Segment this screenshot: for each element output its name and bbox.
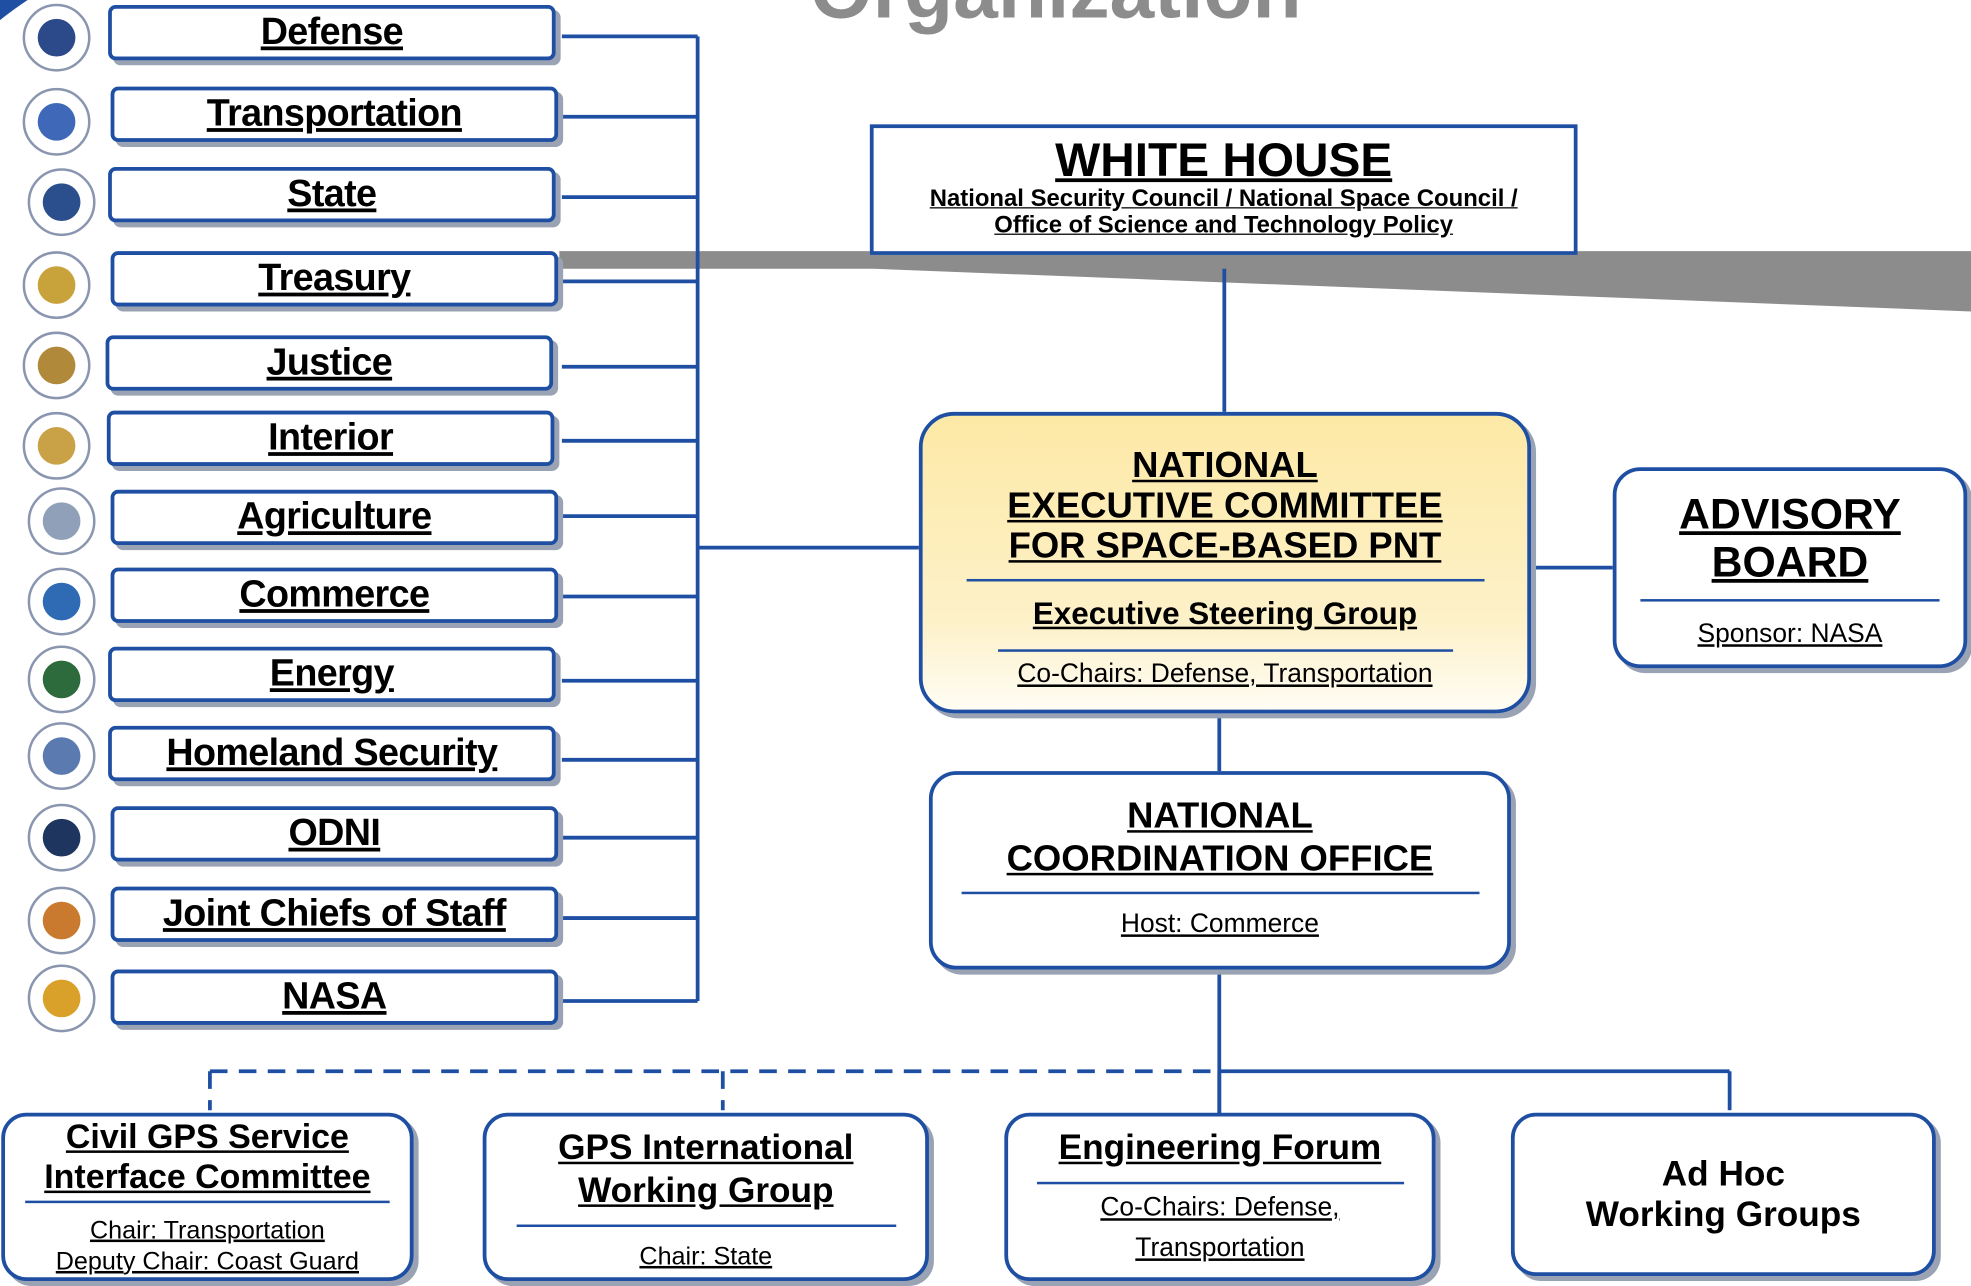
advisory-board-box[interactable]: ADVISORY BOARD Sponsor: NASA xyxy=(1612,467,1968,669)
advisory-board-sponsor: Sponsor: NASA xyxy=(1697,619,1883,649)
coordination-office-host: Host: Commerce xyxy=(1120,909,1319,939)
divider xyxy=(1640,599,1940,602)
department-label: ODNI xyxy=(288,812,381,855)
transportation-seal-icon xyxy=(22,87,91,156)
department-label: Treasury xyxy=(258,257,411,299)
working-group-detail-2: Deputy Chair: Coast Guard xyxy=(55,1248,360,1276)
executive-committee-title-2: EXECUTIVE COMMITTEE xyxy=(1007,486,1443,527)
white-house-box[interactable]: WHITE HOUSE National Security Council / … xyxy=(869,124,1578,255)
department-treasury[interactable]: Treasury xyxy=(110,251,559,307)
working-group-title-2: Working Groups xyxy=(1585,1194,1861,1234)
working-group-detail-1: Co-Chairs: Defense, xyxy=(1100,1193,1340,1222)
executive-committee-title-3: FOR SPACE-BASED PNT xyxy=(1008,526,1442,567)
coordination-office-title-2: COORDINATION OFFICE xyxy=(1006,838,1434,880)
department-label: Transportation xyxy=(206,92,463,135)
department-defense[interactable]: Defense xyxy=(108,5,556,61)
working-group-title-1: GPS International xyxy=(558,1127,854,1167)
divider xyxy=(1036,1181,1404,1185)
executive-committee-title-1: NATIONAL xyxy=(1132,445,1318,487)
working-group-civil-gps[interactable]: Civil GPS Service Interface Committee Ch… xyxy=(1,1112,414,1282)
working-group-gps-international[interactable]: GPS International Working Group Chair: S… xyxy=(482,1112,929,1282)
working-group-detail-2: Transportation xyxy=(1135,1233,1305,1263)
working-group-ad-hoc[interactable]: Ad Hoc Working Groups xyxy=(1510,1112,1936,1276)
department-energy[interactable]: Energy xyxy=(108,646,556,703)
working-group-title-2: Interface Committee xyxy=(44,1157,371,1196)
department-label: Defense xyxy=(260,11,404,53)
department-label: Joint Chiefs of Staff xyxy=(162,892,507,935)
treasury-seal-icon xyxy=(22,251,91,319)
executive-steering-group: Executive Steering Group xyxy=(1032,596,1418,632)
department-label: NASA xyxy=(282,975,387,1018)
department-label: State xyxy=(287,173,377,215)
agriculture-seal-icon xyxy=(27,487,96,556)
nasa-seal-icon xyxy=(27,964,96,1033)
department-label: Energy xyxy=(269,653,395,695)
divider xyxy=(997,649,1453,652)
executive-committee-chairs: Co-Chairs: Defense, Transportation xyxy=(1017,659,1433,689)
advisory-board-title-2: BOARD xyxy=(1711,538,1869,587)
department-agriculture[interactable]: Agriculture xyxy=(110,489,559,546)
commerce-seal-icon xyxy=(27,567,96,636)
working-group-title-1: Ad Hoc xyxy=(1661,1154,1785,1194)
white-house-subtitle-1: National Security Council / National Spa… xyxy=(929,185,1518,213)
white-house-title: WHITE HOUSE xyxy=(1055,134,1393,188)
divider xyxy=(960,891,1479,895)
energy-seal-icon xyxy=(27,645,96,714)
coordination-office-box[interactable]: NATIONAL COORDINATION OFFICE Host: Comme… xyxy=(928,771,1511,970)
department-label: Agriculture xyxy=(237,496,432,538)
defense-seal-icon xyxy=(22,3,91,72)
executive-committee-box[interactable]: NATIONAL EXECUTIVE COMMITTEE FOR SPACE-B… xyxy=(918,411,1532,714)
working-group-engineering-forum[interactable]: Engineering Forum Co-Chairs: Defense, Tr… xyxy=(1004,1112,1436,1282)
working-group-detail-1: Chair: State xyxy=(639,1243,773,1271)
department-commerce[interactable]: Commerce xyxy=(110,567,559,623)
divider xyxy=(515,1224,896,1228)
divider xyxy=(966,578,1484,582)
department-label: Justice xyxy=(266,341,393,384)
department-label: Interior xyxy=(268,416,394,459)
coordination-office-title-1: NATIONAL xyxy=(1127,796,1313,837)
department-transportation[interactable]: Transportation xyxy=(110,86,559,142)
state-seal-icon xyxy=(27,168,96,237)
department-label: Homeland Security xyxy=(166,732,498,774)
working-group-title-1: Engineering Forum xyxy=(1058,1127,1382,1167)
department-state[interactable]: State xyxy=(108,167,556,223)
divider xyxy=(25,1200,390,1204)
homeland-security-seal-icon xyxy=(27,722,96,790)
department-homeland-security[interactable]: Homeland Security xyxy=(108,725,556,782)
working-group-detail-1: Chair: Transportation xyxy=(90,1216,325,1245)
department-joint-chiefs-of-staff[interactable]: Joint Chiefs of Staff xyxy=(110,886,559,942)
department-justice[interactable]: Justice xyxy=(105,335,554,391)
interior-seal-icon xyxy=(22,411,91,480)
department-label: Commerce xyxy=(239,573,430,616)
department-interior[interactable]: Interior xyxy=(106,410,555,466)
working-group-title-2: Working Group xyxy=(578,1170,834,1210)
justice-seal-icon xyxy=(22,331,91,400)
advisory-board-title-1: ADVISORY xyxy=(1679,491,1901,539)
department-odni[interactable]: ODNI xyxy=(110,806,559,862)
working-group-title-1: Civil GPS Service xyxy=(65,1117,349,1156)
page-title: Organization xyxy=(779,0,1332,30)
white-house-subtitle-2: Office of Science and Technology Policy xyxy=(994,212,1454,239)
odni-seal-icon xyxy=(27,803,96,872)
department-nasa[interactable]: NASA xyxy=(110,969,559,1025)
joint-chiefs-seal-icon xyxy=(27,886,96,955)
